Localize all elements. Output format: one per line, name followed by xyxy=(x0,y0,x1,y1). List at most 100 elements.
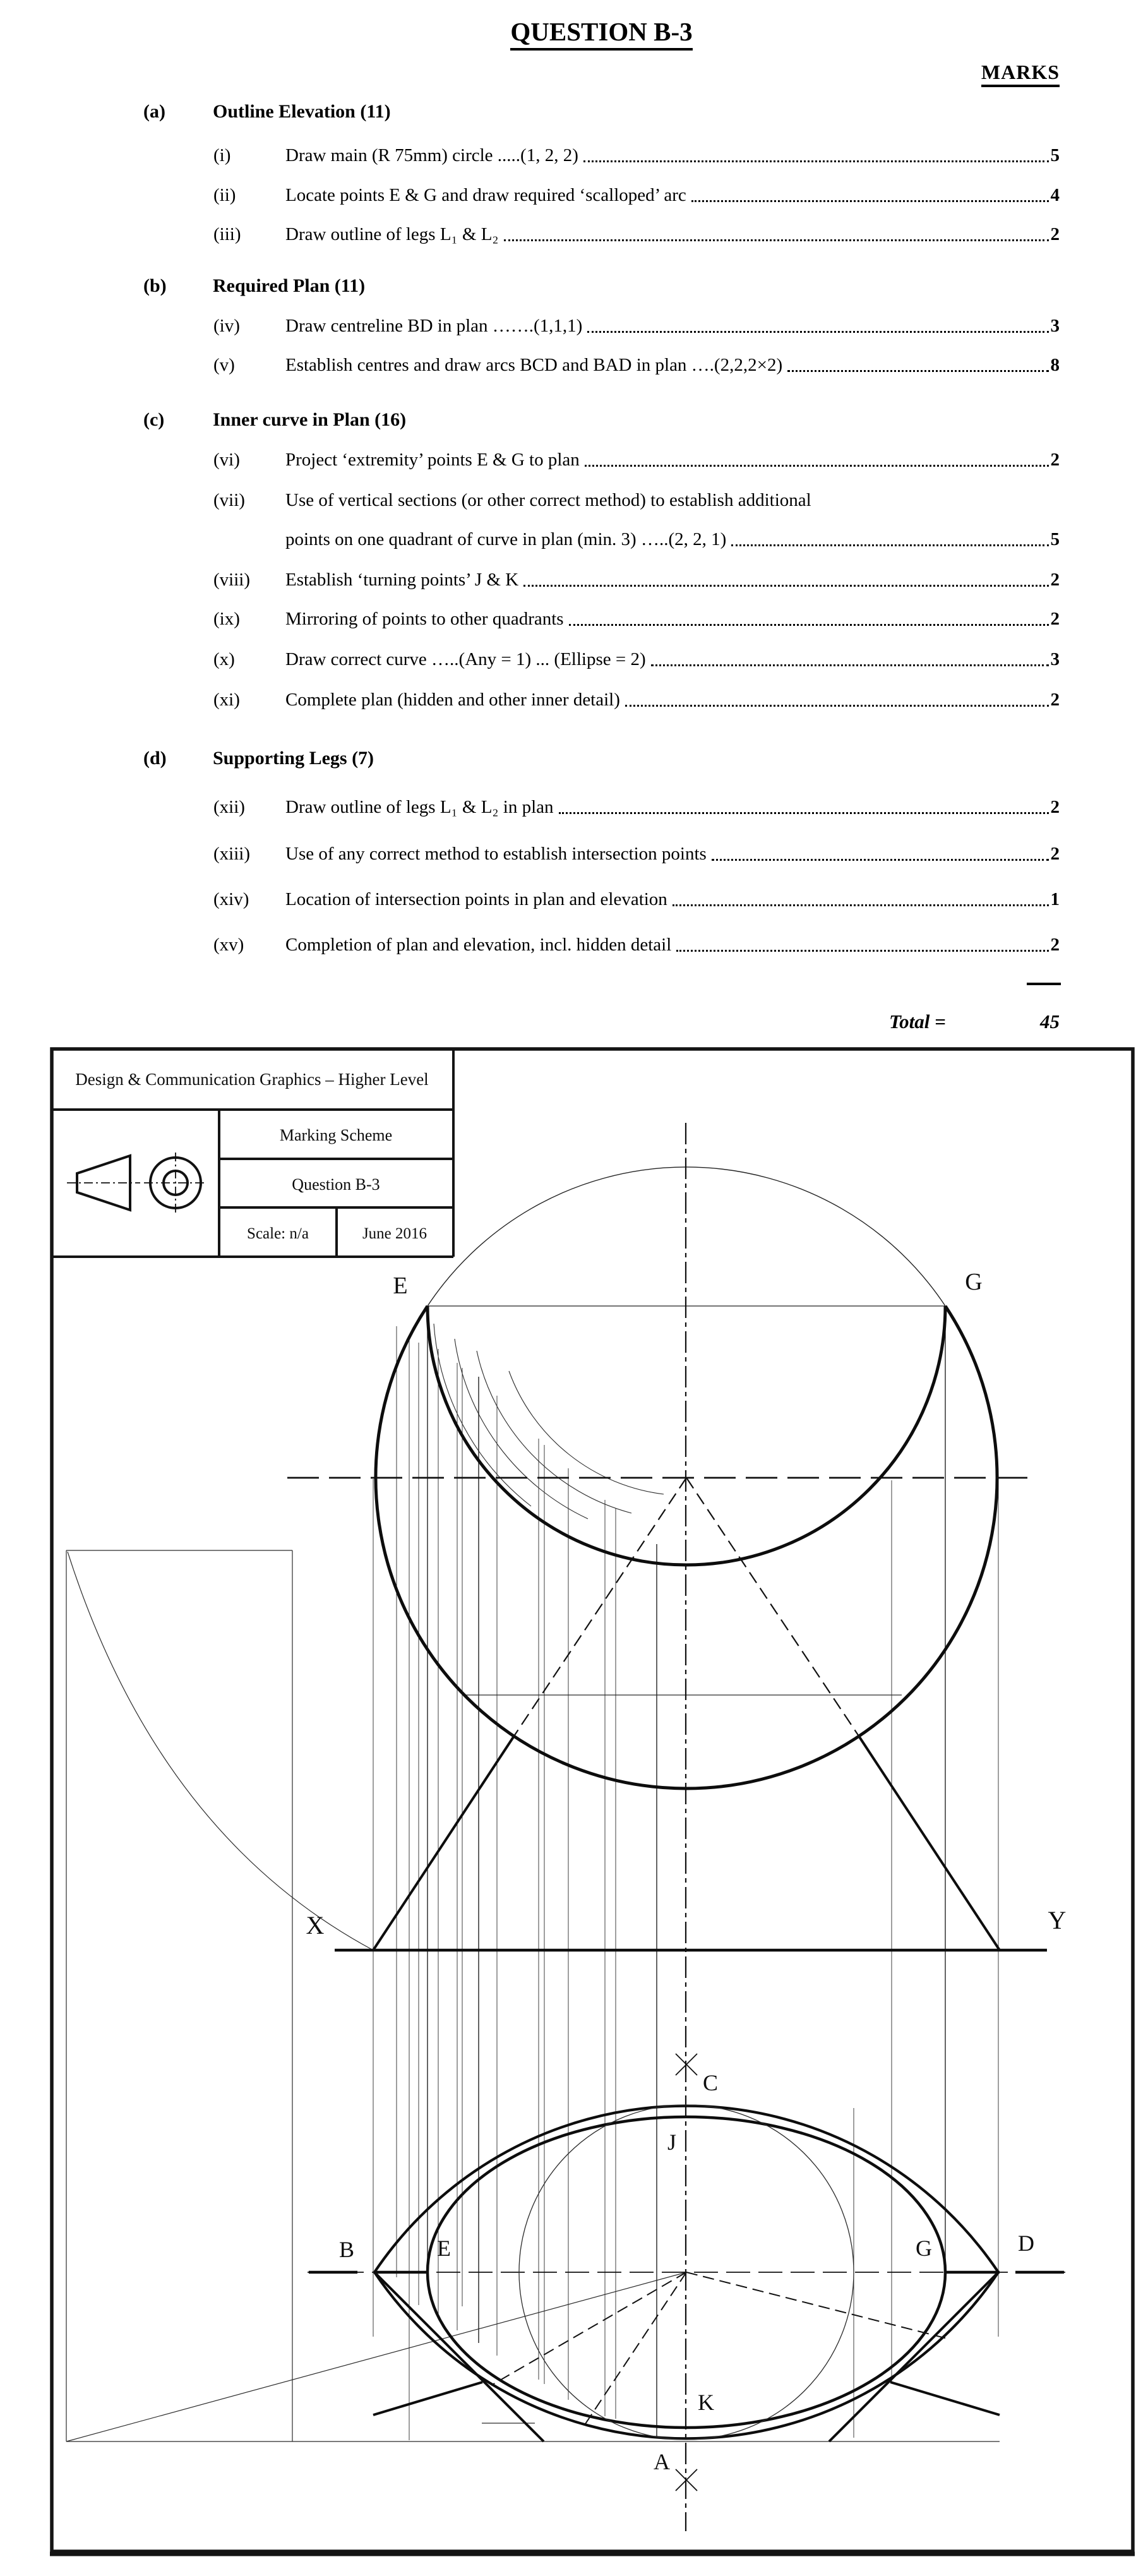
item-text: Location of intersection points in plan … xyxy=(285,889,667,909)
item-row-vi: (vi) Project ‘extremity’ points E & G to… xyxy=(213,450,1060,470)
technical-drawing: Design & Communication Graphics – Higher… xyxy=(50,1047,1135,2556)
item-mark: 2 xyxy=(1050,224,1060,244)
scalloped-arc xyxy=(426,1305,947,1567)
dotted-leader xyxy=(731,544,1049,546)
dotted-leader xyxy=(503,239,1049,241)
section-title: Required Plan (11) xyxy=(213,275,366,296)
arc-centre-cross-lower xyxy=(675,2469,698,2491)
total-label: Total = xyxy=(889,1010,946,1033)
section-title: Inner curve in Plan (16) xyxy=(213,409,407,430)
projection-lines xyxy=(373,1309,999,2440)
item-mark: 2 xyxy=(1050,797,1060,817)
item-text: Draw outline of legs L₁ & L₂ xyxy=(285,224,499,244)
dotted-leader xyxy=(523,585,1049,587)
item-mark: 5 xyxy=(1050,529,1060,549)
section-d-heading: (d) Supporting Legs (7) xyxy=(143,748,1060,769)
item-numeral: (vi) xyxy=(213,450,240,470)
dotted-leader xyxy=(691,200,1049,202)
section-title: Supporting Legs (7) xyxy=(213,748,374,769)
inner-curve-ellipse xyxy=(426,2115,947,2429)
page-title-row: QUESTION B-3 xyxy=(143,16,1060,51)
section-title: Outline Elevation (11) xyxy=(213,101,391,122)
item-row-v: (v) Establish centres and draw arcs BCD … xyxy=(213,355,1060,376)
item-numeral: (ii) xyxy=(213,185,236,205)
item-text: points on one quadrant of curve in plan … xyxy=(285,529,727,549)
item-numeral: (vii) xyxy=(213,490,245,510)
item-row-i: (i) Draw main (R 75mm) circle .....(1, 2… xyxy=(213,145,1060,166)
label-point-c: C xyxy=(703,2070,718,2095)
item-row-xiv: (xiv) Location of intersection points in… xyxy=(213,889,1060,910)
item-numeral: (iv) xyxy=(213,316,240,336)
leg-l1-elevation xyxy=(372,1735,515,1951)
item-row-ii: (ii) Locate points E & G and draw requir… xyxy=(213,185,1060,206)
dotted-leader xyxy=(625,705,1049,707)
item-mark: 2 xyxy=(1050,450,1060,470)
item-numeral: (x) xyxy=(213,649,235,669)
item-mark: 3 xyxy=(1050,649,1060,669)
item-text: Establish ‘turning points’ J & K xyxy=(285,570,519,590)
label-x: X xyxy=(306,1911,325,1939)
marks-header-row: MARKS xyxy=(143,61,1060,87)
legs-plan xyxy=(373,2271,1000,2443)
dotted-leader xyxy=(787,370,1049,372)
dotted-leader xyxy=(672,904,1049,906)
item-numeral: (ix) xyxy=(213,609,240,629)
projection-symbol-icon xyxy=(67,1153,207,1213)
construction-lines xyxy=(66,1550,1000,2442)
marks-header: MARKS xyxy=(981,61,1060,87)
dotted-leader xyxy=(584,465,1049,467)
item-numeral: (xiv) xyxy=(213,889,249,909)
label-point-g-plan: G xyxy=(916,2236,932,2261)
item-numeral: (v) xyxy=(213,355,235,375)
item-numeral: (xii) xyxy=(213,797,245,817)
item-row-iii: (iii) Draw outline of legs L₁ & L₂ 2 xyxy=(213,224,1060,245)
titleblock-date: June 2016 xyxy=(362,1225,427,1242)
item-text: Mirroring of points to other quadrants xyxy=(285,609,564,629)
arc-bcd xyxy=(373,2104,1000,2273)
dotted-leader xyxy=(558,812,1049,814)
item-text: Use of any correct method to establish i… xyxy=(285,844,707,864)
item-text: Locate points E & G and draw required ‘s… xyxy=(285,185,686,205)
section-letter: (d) xyxy=(143,748,167,769)
label-point-d: D xyxy=(1018,2231,1034,2256)
section-arcs xyxy=(433,1323,664,1519)
item-row-ix: (ix) Mirroring of points to other quadra… xyxy=(213,609,1060,630)
item-text: Use of vertical sections (or other corre… xyxy=(285,490,811,510)
item-mark: 8 xyxy=(1050,355,1060,375)
item-numeral: (xiii) xyxy=(213,844,250,864)
label-point-k: K xyxy=(698,2390,714,2415)
item-row-viii: (viii) Establish ‘turning points’ J & K … xyxy=(213,570,1060,590)
item-text: Draw centreline BD in plan …….(1,1,1) xyxy=(285,316,583,336)
item-text: Complete plan (hidden and other inner de… xyxy=(285,690,620,710)
label-point-b: B xyxy=(339,2237,354,2262)
item-numeral: (xv) xyxy=(213,935,244,955)
section-c-heading: (c) Inner curve in Plan (16) xyxy=(143,409,1060,431)
total-row: Total = 45 xyxy=(889,1010,1060,1033)
item-row-xiii: (xiii) Use of any correct method to esta… xyxy=(213,844,1060,865)
label-y: Y xyxy=(1048,1906,1067,1934)
item-mark: 2 xyxy=(1050,570,1060,590)
page-title: QUESTION B-3 xyxy=(510,16,693,51)
section-letter: (c) xyxy=(143,409,165,430)
rebatement-arc xyxy=(67,1551,374,1951)
total-value: 45 xyxy=(1040,1010,1060,1033)
dotted-leader xyxy=(711,859,1049,861)
dotted-leader xyxy=(568,624,1049,626)
item-text: Completion of plan and elevation, incl. … xyxy=(285,935,672,955)
item-mark: 2 xyxy=(1050,609,1060,629)
item-row-xi: (xi) Complete plan (hidden and other inn… xyxy=(213,690,1060,710)
titleblock-doctype: Marking Scheme xyxy=(280,1126,392,1144)
item-row-vii-line2: points on one quadrant of curve in plan … xyxy=(213,529,1060,550)
item-row-iv: (iv) Draw centreline BD in plan …….(1,1,… xyxy=(213,316,1060,337)
item-mark: 5 xyxy=(1050,145,1060,165)
item-row-xii: (xii) Draw outline of legs L₁ & L₂ in pl… xyxy=(213,797,1060,818)
item-numeral: (i) xyxy=(213,145,231,165)
titleblock-scale: Scale: n/a xyxy=(247,1225,309,1242)
item-numeral: (viii) xyxy=(213,570,250,590)
titleblock-question: Question B-3 xyxy=(292,1175,380,1194)
item-text: Draw correct curve …..(Any = 1) ... (Ell… xyxy=(285,649,646,669)
item-text: Establish centres and draw arcs BCD and … xyxy=(285,355,783,375)
leg-l2-elevation xyxy=(858,1735,1001,1951)
label-point-g-elevation: G xyxy=(965,1269,982,1295)
